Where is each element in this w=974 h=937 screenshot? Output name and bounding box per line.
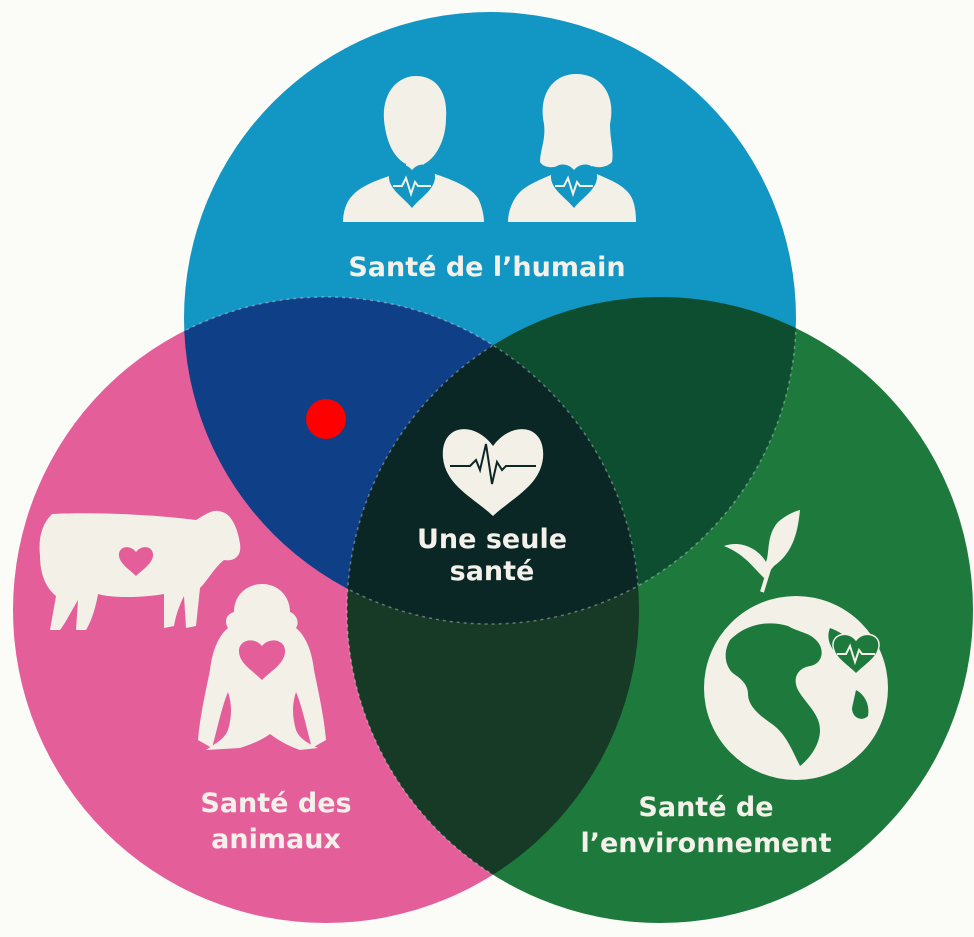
red-marker-dot (306, 399, 346, 439)
animal-label-line2: animaux (211, 824, 341, 855)
center-label-line2: santé (450, 556, 535, 587)
center-heart-icon (442, 429, 544, 516)
animal-label-line1: Santé des (200, 788, 351, 819)
heart-icon (118, 547, 154, 576)
man-icon (343, 76, 484, 222)
heart-icon (832, 633, 880, 676)
earth-icon (704, 596, 888, 780)
human-health-label: Santé de l’humain (348, 252, 625, 283)
environment-label-line1: Santé de (638, 792, 773, 823)
heart-icon (550, 164, 598, 208)
center-label-line1: Une seule (417, 524, 567, 555)
environment-label-line2: l’environnement (580, 828, 831, 859)
monkey-icon (198, 584, 326, 750)
leaves-icon (724, 510, 800, 593)
heartbeat-icon (450, 443, 536, 485)
woman-icon (508, 74, 636, 222)
cow-icon (39, 510, 241, 630)
heart-icon (388, 164, 436, 208)
heart-icon (238, 640, 286, 680)
